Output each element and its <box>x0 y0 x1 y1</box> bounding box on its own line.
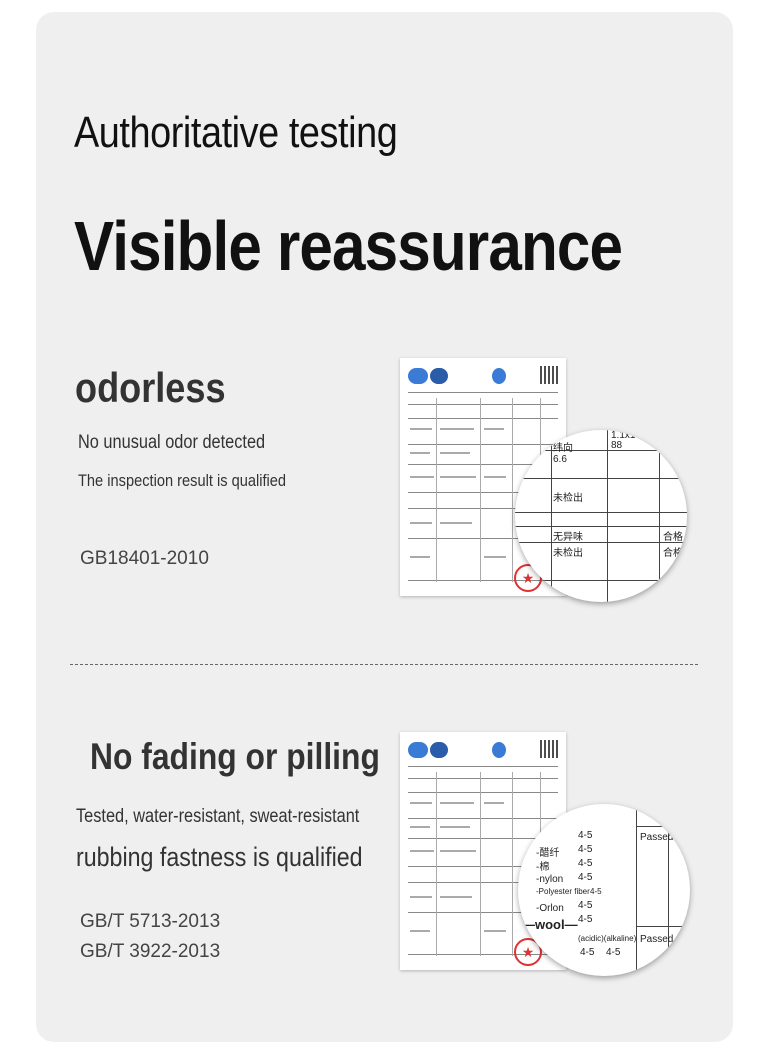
section-title: Authoritative testing <box>74 108 398 157</box>
lab-logo-icon <box>492 368 506 384</box>
fiber-label: -nylon <box>536 874 564 885</box>
lab-logo-icon <box>492 742 506 758</box>
fiber-label: -Orlon <box>536 903 564 914</box>
magnified-result: 未检出 <box>553 548 583 559</box>
odorless-heading: odorless <box>75 364 226 411</box>
passed-result: Passed <box>640 832 674 843</box>
headline: Visible reassurance <box>74 207 623 285</box>
cnas-logo-icon <box>430 368 448 384</box>
fading-standard-2: GB/T 3922-2013 <box>80 941 221 962</box>
certification-logo-icon <box>408 368 428 384</box>
magnified-rating: 4-5 <box>606 947 621 958</box>
fiber-label: -棉 <box>536 862 550 873</box>
certification-logo-icon <box>408 742 428 758</box>
passed-result: Passed <box>640 934 674 945</box>
fading-heading: No fading or pilling <box>90 736 380 777</box>
odorless-line-2: The inspection result is qualified <box>78 471 287 490</box>
magnifier-odor-results: 1.1x10 88 纬向 6.6 未检出 无异味 合格 未检出 合格 <box>515 430 687 602</box>
magnified-result: 未检出 <box>553 493 583 504</box>
magnified-value: 88 <box>611 440 623 451</box>
qr-code-icon <box>540 366 558 384</box>
magnified-label: 纬向 <box>553 443 573 454</box>
magnified-result: 合格 <box>663 532 683 543</box>
magnified-rating: 4-5 <box>578 858 593 869</box>
magnified-rating: 4-5 <box>578 914 593 925</box>
fading-standard-1: GB/T 5713-2013 <box>80 911 221 932</box>
magnified-result: 无异味 <box>553 532 583 543</box>
fiber-label: -醋纤 <box>536 848 560 859</box>
acid-alkaline-label: (acidic)(alkaline) <box>578 934 637 943</box>
fading-line-1: Tested, water-resistant, sweat-resistant <box>76 806 360 827</box>
magnified-rating: 4-5 <box>578 872 593 883</box>
odorless-standard: GB18401-2010 <box>80 548 209 569</box>
section-divider <box>70 664 698 665</box>
magnifier-fastness-results: 4-5 -醋纤 4-5 -棉 4-5 -nylon 4-5 -Polyester… <box>518 804 690 976</box>
magnified-value: 1.1x10 <box>611 430 642 441</box>
magnified-rating: 4-5 <box>578 844 593 855</box>
odorless-line-1: No unusual odor detected <box>78 432 266 453</box>
magnified-rating: 4-5 <box>578 830 593 841</box>
magnified-result: 合格 <box>663 548 683 559</box>
magnified-rating: 4-5 <box>590 887 602 896</box>
magnified-rating: 4-5 <box>578 900 593 911</box>
fiber-label: -Polyester fiber <box>536 887 590 896</box>
qr-code-icon <box>540 740 558 758</box>
inspection-seal-icon: ★ <box>514 938 542 966</box>
magnified-rating: 4-5 <box>580 947 595 958</box>
fading-line-2: rubbing fastness is qualified <box>76 842 363 872</box>
fiber-label: —wool— <box>522 917 578 932</box>
cnas-logo-icon <box>430 742 448 758</box>
magnified-value: 6.6 <box>553 454 567 465</box>
